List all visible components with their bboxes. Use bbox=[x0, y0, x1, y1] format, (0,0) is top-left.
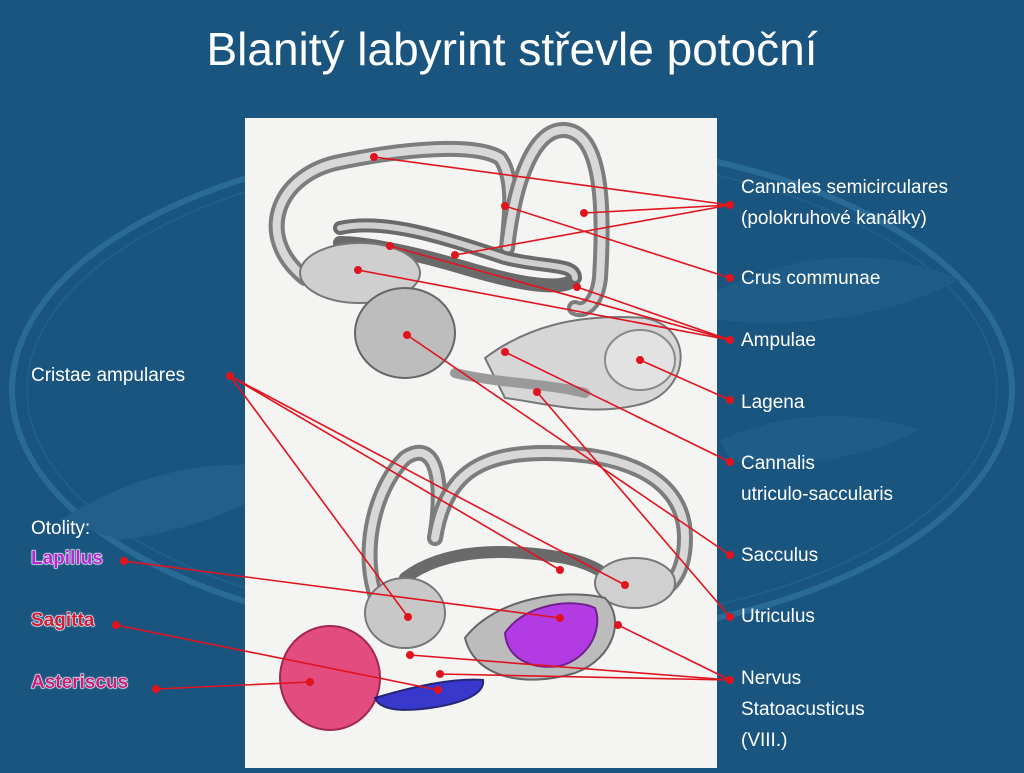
labyrinth-illustration bbox=[245, 118, 717, 768]
label-line: Cannalis bbox=[741, 453, 815, 474]
label-line: Cannales semicirculares bbox=[741, 177, 948, 198]
label-otolity: Otolity: bbox=[31, 518, 91, 539]
label-line: Statoacusticus bbox=[741, 699, 865, 720]
label-line: (VIII.) bbox=[741, 730, 788, 751]
label-nervus-statoacusticus: Nervus Statoacusticus (VIII.) bbox=[741, 663, 865, 756]
asteriscus-otolith-shape bbox=[373, 678, 485, 711]
label-sacculus: Sacculus bbox=[741, 545, 819, 566]
sagitta-otolith-shape bbox=[279, 625, 381, 731]
labyrinth-drawing bbox=[268, 122, 693, 731]
label-cannales-semicirculares: Cannales semicirculares (polokruhové kan… bbox=[741, 172, 948, 234]
label-line: (polokruhové kanálky) bbox=[741, 208, 927, 229]
lower-utriculus bbox=[364, 577, 446, 649]
label-cannalis-utriculo-saccularis: Cannalis utriculo-saccularis bbox=[741, 448, 893, 510]
label-line: Nervus bbox=[741, 668, 802, 689]
label-cristae-ampulares: Cristae ampulares bbox=[31, 365, 186, 386]
label-crus-communae: Crus communae bbox=[741, 268, 881, 289]
label-ampulae: Ampulae bbox=[741, 330, 816, 351]
slide-title: Blanitý labyrint střevle potoční bbox=[206, 23, 818, 75]
upper-lagena-otolith bbox=[604, 329, 676, 391]
label-lagena: Lagena bbox=[741, 392, 805, 413]
label-line: utriculo-saccularis bbox=[741, 484, 894, 505]
upper-sacculus bbox=[354, 287, 456, 379]
label-utriculus: Utriculus bbox=[741, 606, 815, 627]
label-sagitta: Sagitta bbox=[30, 610, 95, 632]
label-lapillus: Lapillus bbox=[31, 548, 104, 570]
label-asteriscus: Asteriscus bbox=[30, 672, 129, 694]
